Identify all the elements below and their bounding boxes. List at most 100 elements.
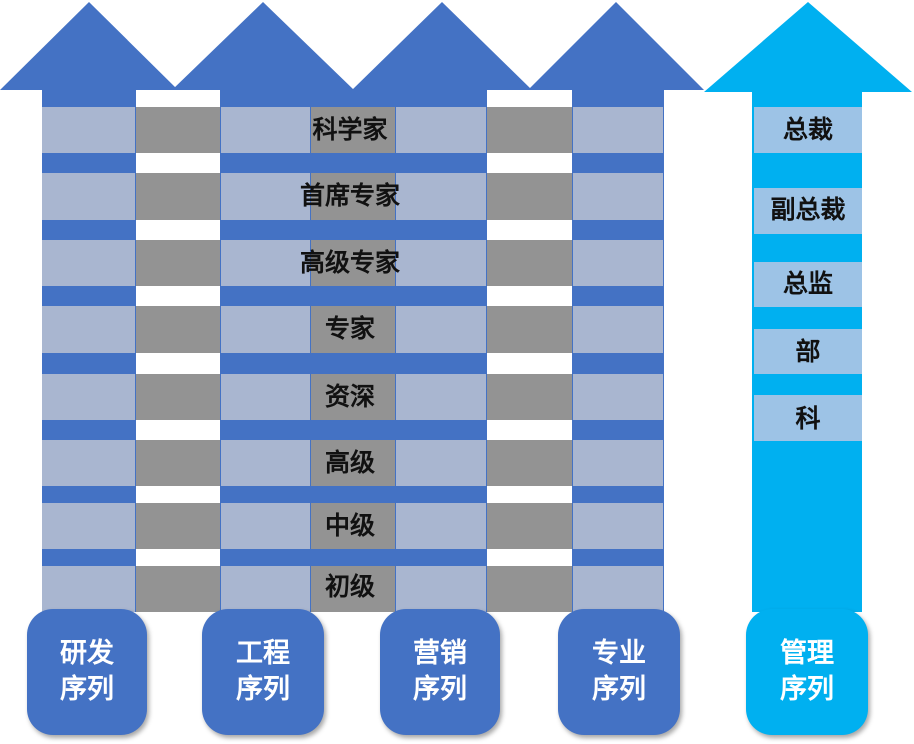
level-cell-1-3 bbox=[311, 173, 395, 220]
level-cell-6-2 bbox=[221, 503, 310, 549]
level-cell-2-2 bbox=[221, 240, 310, 286]
gap-strip-0-5 bbox=[136, 420, 220, 440]
level-cell-0-0 bbox=[42, 107, 135, 153]
level-cell-6-6 bbox=[573, 503, 663, 549]
level-label-expert: 专家 bbox=[324, 314, 375, 343]
gap-strip-1-1 bbox=[487, 153, 572, 173]
level-cell-1-5 bbox=[487, 173, 572, 220]
level-cell-4-6 bbox=[573, 374, 663, 420]
level-cell-1-0 bbox=[42, 173, 135, 220]
sequence-box-marketing-line2: 序列 bbox=[413, 674, 467, 705]
level-cell-7-0 bbox=[42, 566, 135, 612]
mgmt-label-director: 总监 bbox=[782, 269, 833, 298]
level-cell-5-0 bbox=[42, 440, 135, 486]
arrowhead-marketing bbox=[352, 2, 532, 90]
level-cell-3-0 bbox=[42, 306, 135, 353]
gap-strip-1-6 bbox=[487, 486, 572, 503]
level-cell-5-1 bbox=[136, 440, 220, 486]
level-cell-1-4 bbox=[396, 173, 486, 220]
level-cell-6-0 bbox=[42, 503, 135, 549]
level-cell-5-6 bbox=[573, 440, 663, 486]
sequence-box-marketing-line1: 营销 bbox=[413, 638, 467, 669]
gap-strip-0-0 bbox=[136, 90, 220, 107]
level-cell-3-4 bbox=[396, 306, 486, 353]
sequence-box-marketing: 营销 序列 bbox=[380, 609, 500, 735]
sequence-box-specialist: 专业 序列 bbox=[558, 609, 680, 735]
level-cell-0-4 bbox=[396, 107, 486, 153]
mgmt-label-section: 科 bbox=[795, 404, 821, 433]
gap-strip-0-3 bbox=[136, 286, 220, 306]
level-cell-1-1 bbox=[136, 173, 220, 220]
sequence-box-management: 管理 序列 bbox=[746, 609, 868, 735]
management-cell-1 bbox=[754, 188, 862, 234]
gap-strip-1-2 bbox=[487, 220, 572, 240]
level-cell-3-3 bbox=[311, 306, 395, 353]
arrowhead-engineering bbox=[172, 2, 354, 90]
level-cell-4-0 bbox=[42, 374, 135, 420]
level-cell-5-3 bbox=[311, 440, 395, 486]
level-cell-6-5 bbox=[487, 503, 572, 549]
sequence-box-management-line1: 管理 bbox=[780, 638, 834, 669]
level-cell-7-5 bbox=[487, 566, 572, 612]
level-cell-7-4 bbox=[396, 566, 486, 612]
level-cell-2-0 bbox=[42, 240, 135, 286]
gap-strip-0-4 bbox=[136, 353, 220, 374]
gap-strip-1-0 bbox=[487, 90, 572, 107]
level-cell-7-3 bbox=[311, 566, 395, 612]
level-label-junior: 初级 bbox=[324, 572, 375, 601]
level-cell-4-2 bbox=[221, 374, 310, 420]
level-label-veteran: 资深 bbox=[324, 382, 375, 411]
level-cell-4-4 bbox=[396, 374, 486, 420]
sequence-box-engineering: 工程 序列 bbox=[202, 609, 324, 735]
level-cell-1-6 bbox=[573, 173, 663, 220]
level-cell-1-2 bbox=[221, 173, 310, 220]
sequence-box-engineering-line2: 序列 bbox=[236, 674, 290, 705]
level-cell-5-5 bbox=[487, 440, 572, 486]
level-label-scientist: 科学家 bbox=[312, 115, 388, 144]
gap-strip-0-6 bbox=[136, 486, 220, 503]
management-cell-2 bbox=[754, 262, 862, 307]
sequence-box-rd-line1: 研发 bbox=[60, 638, 114, 669]
level-cell-7-2 bbox=[221, 566, 310, 612]
level-cell-3-2 bbox=[221, 306, 310, 353]
level-cell-4-3 bbox=[311, 374, 395, 420]
level-cell-3-1 bbox=[136, 306, 220, 353]
level-cell-0-3 bbox=[311, 107, 395, 153]
sequence-box-rd-line2: 序列 bbox=[60, 674, 114, 705]
level-label-chief-expert: 首席专家 bbox=[299, 181, 400, 210]
level-cell-2-3 bbox=[311, 240, 395, 286]
level-cell-7-6 bbox=[573, 566, 663, 612]
level-cell-0-1 bbox=[136, 107, 220, 153]
level-cell-0-6 bbox=[573, 107, 663, 153]
gap-strip-0-7 bbox=[136, 549, 220, 566]
level-cell-2-1 bbox=[136, 240, 220, 286]
level-cell-3-5 bbox=[487, 306, 572, 353]
level-rows bbox=[42, 107, 663, 612]
sequence-box-specialist-line1: 专业 bbox=[592, 638, 646, 669]
level-cell-2-4 bbox=[396, 240, 486, 286]
level-cell-0-2 bbox=[221, 107, 310, 153]
level-cell-5-2 bbox=[221, 440, 310, 486]
gap-strip-0-2 bbox=[136, 220, 220, 240]
level-cell-6-4 bbox=[396, 503, 486, 549]
sequence-box-management-line2: 序列 bbox=[780, 674, 834, 705]
mgmt-label-vice-president: 副总裁 bbox=[770, 195, 846, 224]
gap-strip-0-1 bbox=[136, 153, 220, 173]
mgmt-label-department: 部 bbox=[795, 337, 821, 366]
gap-strip-1-7 bbox=[487, 549, 572, 566]
management-cell-4 bbox=[754, 395, 862, 441]
level-label-senior-expert: 高级专家 bbox=[299, 248, 400, 277]
sequence-box-rd: 研发 序列 bbox=[27, 609, 147, 735]
management-cell-3 bbox=[754, 329, 862, 374]
sequence-box-engineering-line1: 工程 bbox=[236, 638, 290, 669]
arrowhead-rd bbox=[0, 2, 178, 90]
level-cell-2-6 bbox=[573, 240, 663, 286]
mgmt-label-president: 总裁 bbox=[782, 115, 833, 144]
level-cell-6-3 bbox=[311, 503, 395, 549]
level-cell-0-5 bbox=[487, 107, 572, 153]
level-cell-4-5 bbox=[487, 374, 572, 420]
shaft-gaps bbox=[136, 90, 572, 566]
level-cell-4-1 bbox=[136, 374, 220, 420]
management-cell-0 bbox=[754, 107, 862, 153]
